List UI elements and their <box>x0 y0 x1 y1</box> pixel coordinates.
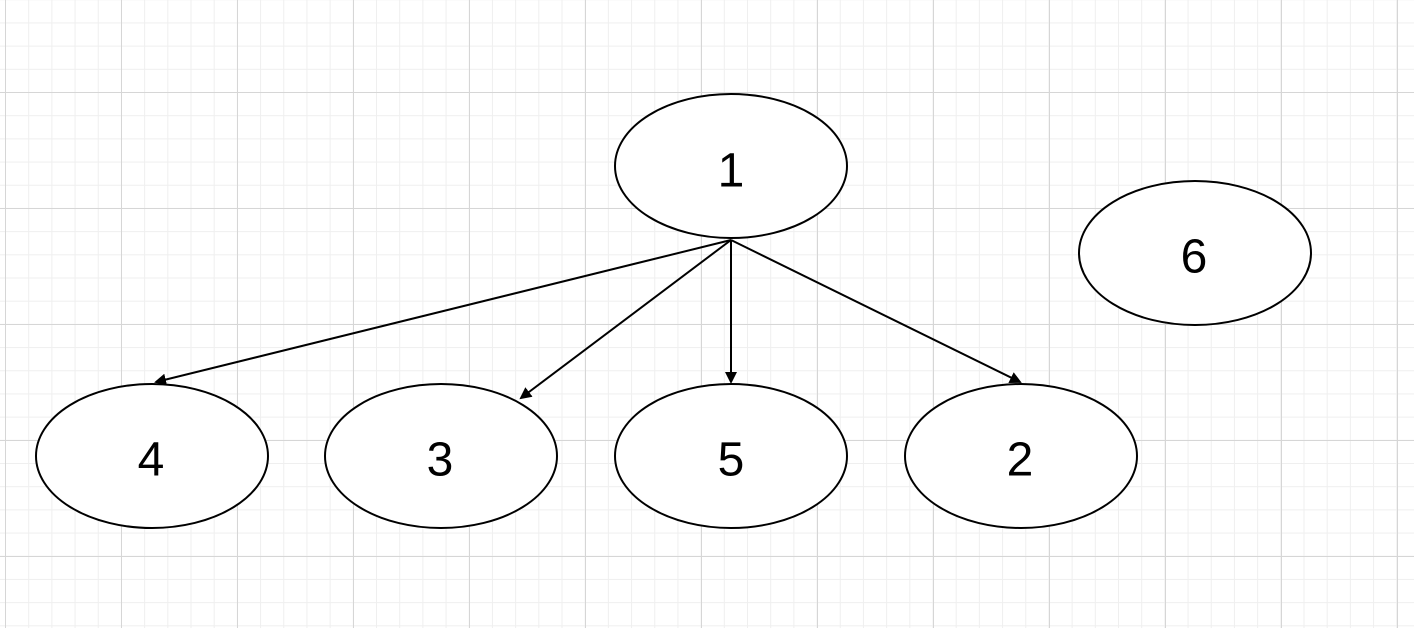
node-3-label: 3 <box>427 434 454 487</box>
node-2-label: 2 <box>1007 434 1034 487</box>
node-6-ellipse <box>1078 180 1312 326</box>
edge-1-to-3[interactable] <box>519 239 732 400</box>
edge-1-to-4[interactable] <box>154 239 732 386</box>
node-3-ellipse <box>324 383 558 529</box>
node-5-label: 5 <box>718 434 745 487</box>
node-2[interactable]: 2 <box>904 383 1138 529</box>
node-1-label: 1 <box>718 145 745 198</box>
node-1-ellipse <box>614 93 848 239</box>
node-2-ellipse <box>904 383 1138 529</box>
node-6-label: 6 <box>1181 231 1208 284</box>
node-1[interactable]: 1 <box>614 93 848 239</box>
node-6[interactable]: 6 <box>1078 180 1312 326</box>
edge-1-to-2[interactable] <box>730 239 1022 383</box>
node-3[interactable]: 3 <box>324 383 558 529</box>
node-4[interactable]: 4 <box>35 383 269 529</box>
node-4-ellipse <box>35 383 269 529</box>
node-5[interactable]: 5 <box>614 383 848 529</box>
node-5-ellipse <box>614 383 848 529</box>
node-4-label: 4 <box>138 434 165 487</box>
